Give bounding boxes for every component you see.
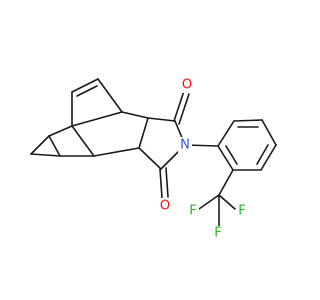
bond-core-7	[93, 147, 140, 157]
bond-cyclopropane-3	[30, 153, 61, 157]
bond-phenyl-inner-2	[256, 144, 269, 165]
bond-core-9	[138, 117, 149, 149]
bond-phenyl-cf3	[218, 169, 234, 196]
bond-core-4	[71, 125, 95, 157]
atom-nitrogen: N	[180, 138, 190, 153]
bond-phenyl-inner-3	[225, 145, 238, 165]
atom-label-layer: O N O F F F	[158, 77, 248, 241]
bond-carbonyl-bottom-2	[165, 167, 169, 198]
atom-oxygen-bottom: O	[160, 199, 170, 214]
bond-phenyl-3	[261, 119, 277, 146]
bond-imide-1	[147, 117, 176, 122]
bond-core-8	[121, 111, 149, 119]
atom-fluorine-bottom: F	[214, 226, 221, 241]
bond-alkene-inner	[76, 85, 98, 97]
bond-layer	[30, 78, 277, 228]
atom-oxygen-top: O	[182, 78, 192, 93]
bond-phenyl-4	[260, 144, 277, 171]
bond-cf3-right	[218, 194, 236, 210]
bond-cyclopropane-2	[48, 135, 61, 157]
bond-core-6	[97, 78, 123, 113]
bond-carbonyl-bottom-1	[159, 168, 163, 199]
bond-phenyl-2	[233, 119, 263, 122]
atom-fluorine-right: F	[238, 204, 245, 219]
bond-phenyl-6	[217, 145, 234, 171]
bond-carbonyl-top-1	[173, 90, 185, 122]
bond-core-1	[48, 125, 73, 137]
atom-fluorine-left: F	[189, 204, 196, 219]
bond-carbonyl-top-2	[178, 93, 190, 125]
bond-alkene-main	[71, 78, 99, 93]
molecule-structure-diagram: O N O F F F	[30, 77, 277, 241]
bond-core-5	[71, 111, 123, 127]
bond-cyclopropane-1	[30, 135, 50, 155]
bond-phenyl-1	[217, 120, 235, 147]
bond-imide-4	[138, 147, 162, 170]
bond-cf3-left	[198, 194, 220, 210]
